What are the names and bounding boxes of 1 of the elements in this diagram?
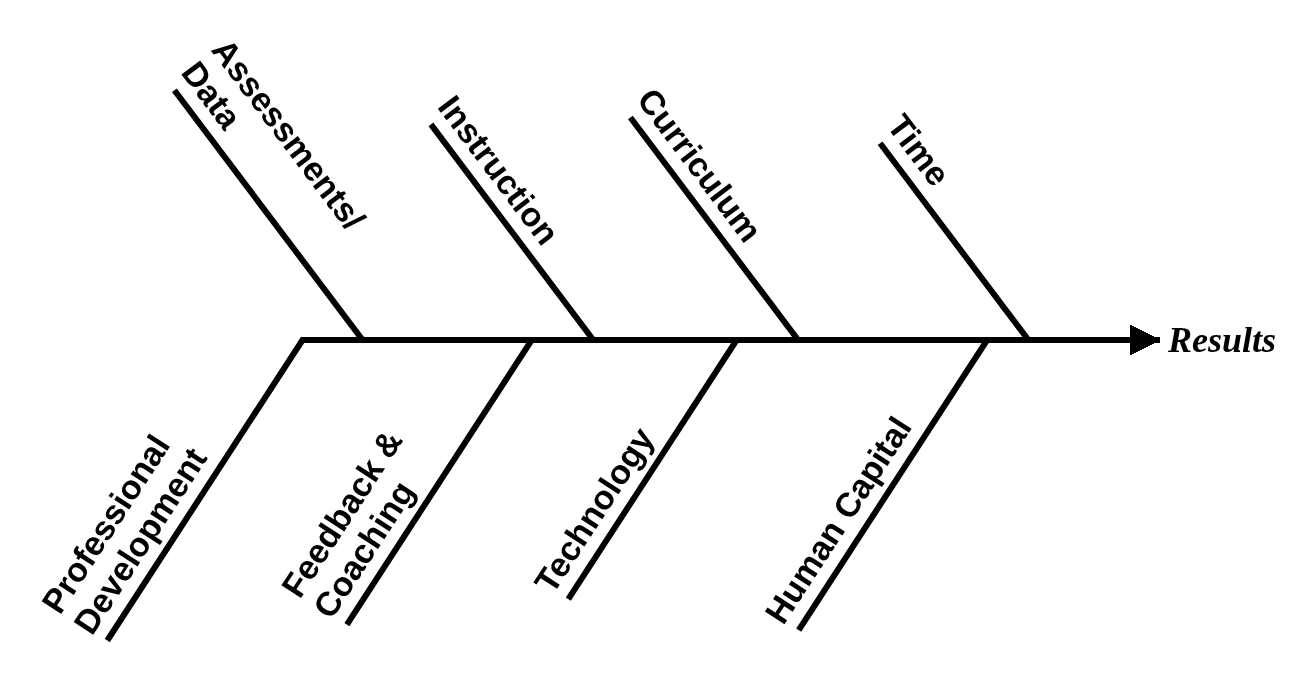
result-label: Results	[1168, 321, 1276, 359]
